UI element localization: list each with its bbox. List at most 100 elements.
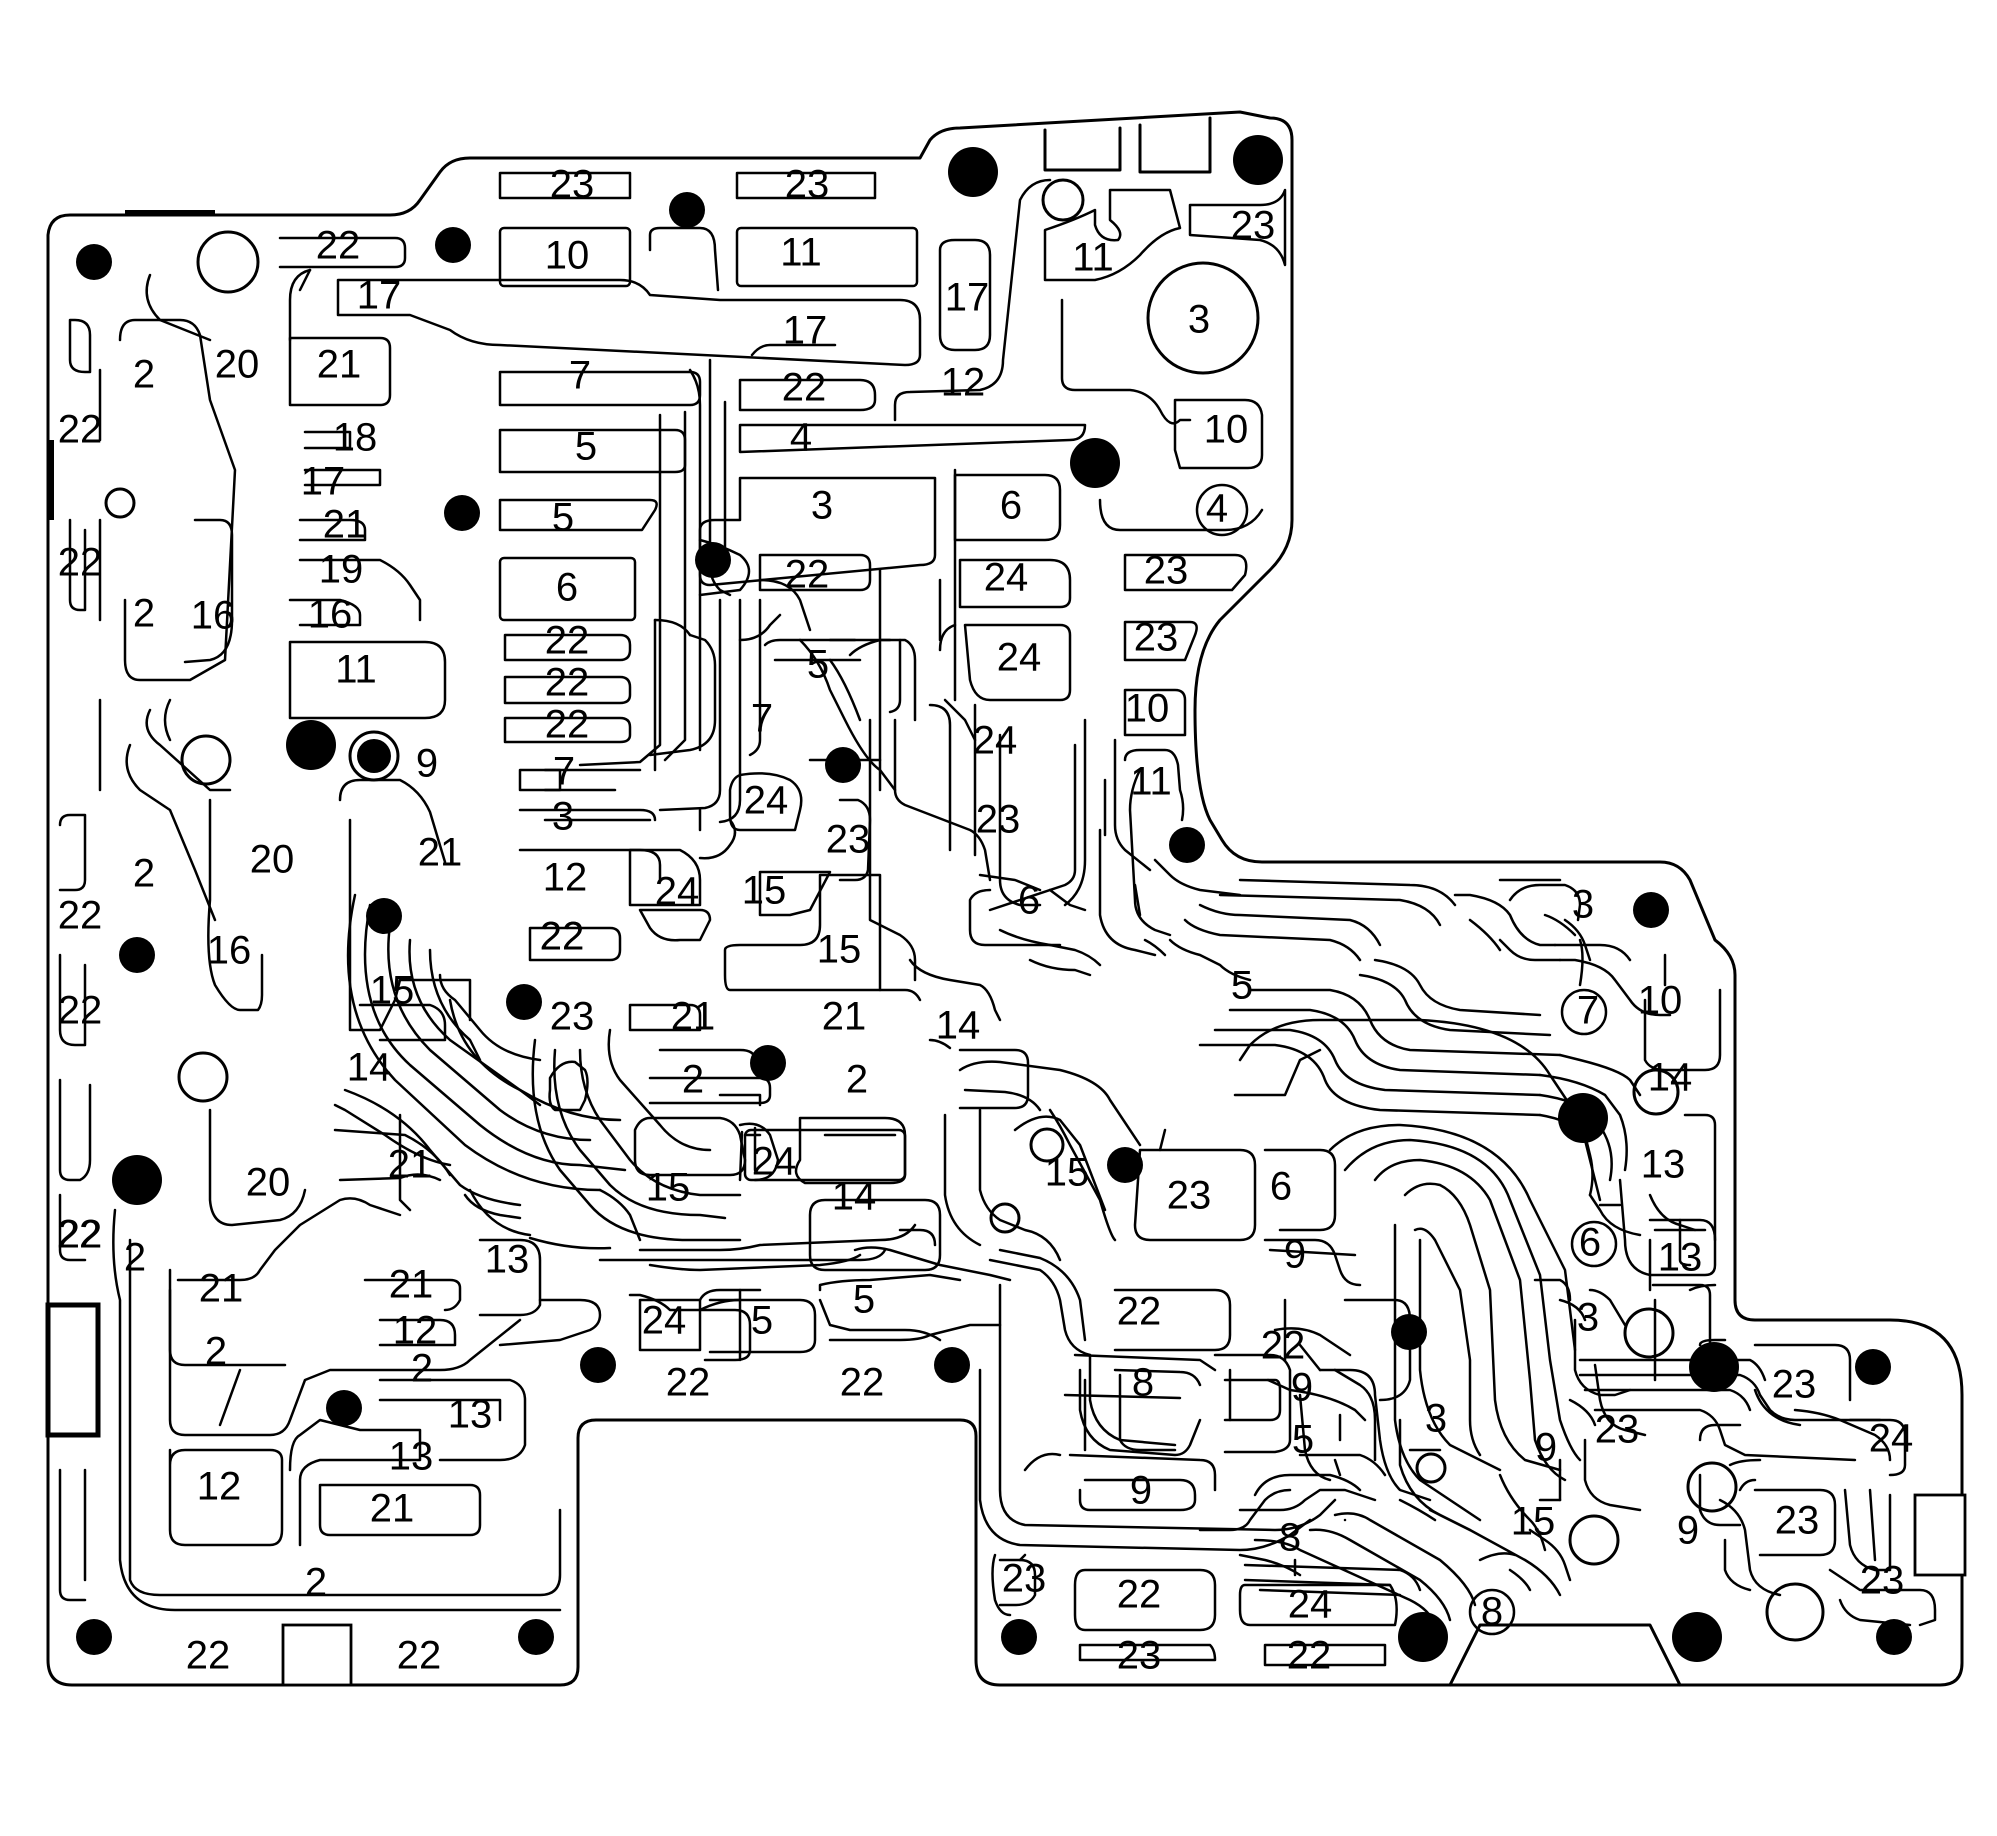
label-24: 24 [984,556,1029,600]
label-17: 17 [357,274,402,318]
bottom-tab [281,1623,353,1687]
right-tab [1913,1493,1967,1577]
label-22: 22 [58,989,103,1033]
label-2: 2 [846,1058,868,1102]
top-edge-mark [125,210,215,216]
label-9: 9 [1677,1509,1699,1553]
label-22: 22 [58,541,103,585]
label-7: 7 [553,750,575,794]
left-edge-mark [48,440,54,520]
label-15: 15 [1511,1500,1556,1544]
label-12: 12 [941,361,986,405]
label-4: 4 [1206,487,1228,531]
label-7: 7 [751,697,773,741]
label-6: 6 [1000,484,1022,528]
label-3: 3 [1425,1397,1447,1441]
label-8: 8 [1481,1590,1503,1634]
label-21: 21 [389,1263,434,1307]
label-6: 6 [556,566,578,610]
label-11: 11 [1130,760,1172,804]
label-22: 22 [545,703,590,747]
label-5: 5 [575,425,597,469]
label-22: 22 [540,915,585,959]
label-18: 18 [333,416,378,460]
passages [58,171,1937,1667]
label-10: 10 [1204,408,1249,452]
label-15: 15 [742,869,787,913]
label-5: 5 [1231,964,1253,1008]
label-22: 22 [58,1213,103,1257]
label-17: 17 [945,276,990,320]
label-15: 15 [817,928,862,972]
label-22: 22 [545,661,590,705]
label-15: 15 [1045,1151,1090,1195]
label-23: 23 [785,163,830,207]
label-13: 13 [1641,1143,1686,1187]
label-22: 22 [316,224,361,268]
label-7: 7 [1577,989,1599,1033]
label-14: 14 [936,1004,981,1048]
label-4: 4 [790,416,812,460]
label-9: 9 [1535,1426,1557,1470]
label-11: 11 [335,648,377,692]
label-14: 14 [1648,1056,1693,1100]
label-22: 22 [666,1361,711,1405]
label-20: 20 [250,838,295,882]
label-21: 21 [199,1267,244,1311]
label-8: 8 [1132,1361,1154,1405]
label-23: 23 [550,995,595,1039]
plate-outline [46,110,1964,1687]
bottom-tab-right [1448,1623,1682,1687]
label-22: 22 [58,894,103,938]
label-23: 23 [1144,549,1189,593]
label-24: 24 [655,870,700,914]
label-2: 2 [133,852,155,896]
label-5: 5 [751,1299,773,1343]
label-23: 23 [826,818,871,862]
label-22: 22 [58,408,103,452]
label-9: 9 [1284,1233,1306,1277]
label-14: 14 [347,1046,392,1090]
label-13: 13 [485,1238,530,1282]
label-24: 24 [642,1299,687,1343]
label-24: 24 [744,779,789,823]
label-24: 24 [1288,1583,1333,1627]
label-6: 6 [1018,879,1040,923]
label-5: 5 [552,496,574,540]
label-10: 10 [545,234,590,278]
label-17: 17 [301,460,346,504]
label-5: 5 [807,643,829,687]
label-13: 13 [389,1435,434,1479]
bolt-holes [76,135,1912,1662]
top-notches [1043,116,1212,174]
label-11: 11 [1072,236,1114,280]
label-21: 21 [317,343,362,387]
label-20: 20 [246,1161,291,1205]
label-9: 9 [1130,1469,1152,1513]
label-2: 2 [205,1330,227,1374]
label-24: 24 [973,719,1018,763]
label-21: 21 [388,1143,433,1187]
label-24: 24 [752,1140,797,1184]
label-21: 21 [323,503,368,547]
label-22: 22 [840,1361,885,1405]
label-20: 20 [215,343,260,387]
label-2: 2 [133,592,155,636]
label-2: 2 [305,1561,327,1605]
label-19: 19 [319,548,364,592]
label-12: 12 [197,1465,242,1509]
label-21: 21 [822,995,867,1039]
label-22: 22 [1117,1573,1162,1617]
label-2: 2 [124,1236,146,1280]
label-17: 17 [783,309,828,353]
label-3: 3 [1188,298,1210,342]
label-22: 22 [186,1634,231,1678]
label-22: 22 [397,1634,442,1678]
label-15: 15 [646,1166,691,1210]
label-22: 22 [1117,1290,1162,1334]
label-23: 23 [1167,1174,1212,1218]
label-7: 7 [569,354,591,398]
label-23: 23 [1775,1499,1820,1543]
label-23: 23 [1117,1634,1162,1678]
